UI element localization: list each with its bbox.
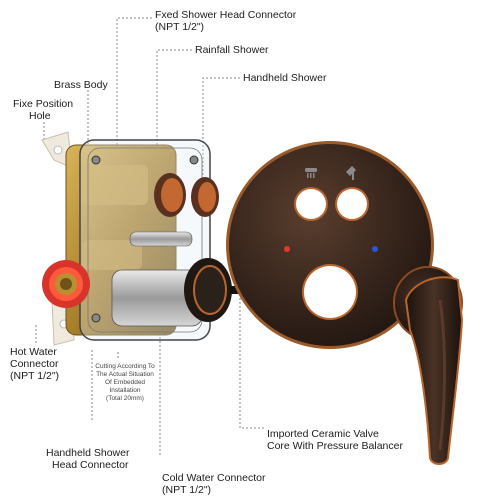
hot-water-connector-line2: Connector: [10, 358, 59, 370]
fixed-head-connector-line1: Fxed Shower Head Connector: [155, 9, 297, 21]
fixe-position-hole-line2: Hole: [29, 110, 51, 122]
cold-water-connector-label: Cold Water Connector (NPT 1/2"): [162, 472, 266, 496]
trim-plate: [226, 141, 434, 349]
cutting-note: Cutting According To The Actual Situatio…: [83, 363, 167, 403]
handheld-shower-label: Handheld Shower: [243, 72, 327, 84]
rainfall-shower-label: Rainfall Shower: [195, 44, 269, 56]
ceramic-valve-label: Imported Ceramic Valve Core With Pressur…: [267, 428, 403, 452]
handheld-head-connector-label: Handheld Shower Head Connector: [46, 447, 129, 471]
rainfall-icon: [305, 168, 317, 178]
hot-indicator: [284, 246, 290, 252]
cold-water-connector-line1: Cold Water Connector: [162, 472, 266, 484]
fixe-position-hole-label: Fixe Position Hole: [13, 98, 73, 122]
handheld-head-connector-line1: Handheld Shower: [46, 447, 130, 459]
cutting-note-line2: The Actual Situation: [96, 371, 154, 378]
brass-body-label: Brass Body: [54, 79, 108, 91]
cutting-note-line5: (Total 20mm): [106, 395, 144, 402]
cutting-note-line1: Cutting According To: [95, 363, 155, 370]
hot-water-connector-label: Hot Water Connector (NPT 1/2"): [10, 346, 59, 382]
ceramic-valve-line1: Imported Ceramic Valve: [267, 428, 379, 440]
fixed-head-connector-label: Fxed Shower Head Connector (NPT 1/2"): [155, 9, 296, 33]
cutting-note-line3: Of Embedded: [104, 379, 146, 386]
hot-water-connector-line1: Hot Water: [10, 346, 57, 358]
handheld-head-connector-line2: Head Connector: [52, 459, 129, 471]
ceramic-valve-line2: Core With Pressure Balancer: [267, 440, 403, 452]
hot-water-connector-line3: (NPT 1/2"): [10, 370, 60, 382]
handheld-icon: [346, 166, 356, 180]
cutting-note-line4: Installation: [109, 387, 141, 394]
lever-handle: [393, 266, 464, 465]
fixed-head-connector-line2: (NPT 1/2"): [155, 21, 205, 33]
cold-water-connector-line2: (NPT 1/2"): [162, 484, 212, 496]
valve-body: [41, 131, 244, 346]
fixe-position-hole-line1: Fixe Position: [13, 98, 74, 110]
cold-indicator: [372, 246, 378, 252]
